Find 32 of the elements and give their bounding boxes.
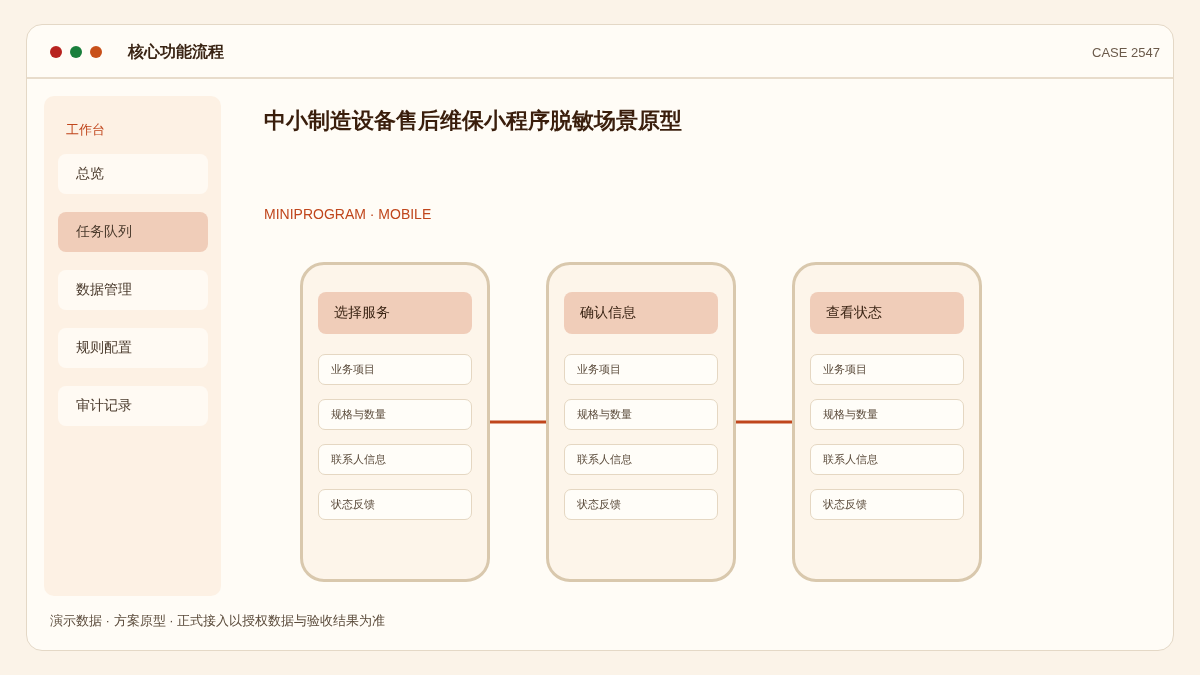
phone-frame	[792, 262, 982, 582]
nav-item: 总览	[58, 154, 208, 194]
window-title: 核心功能流程	[128, 42, 224, 62]
input-field: 状态反馈	[318, 489, 472, 520]
screen-header: 选择服务	[318, 292, 472, 334]
input-field: 业务项目	[564, 354, 718, 385]
connector-line	[490, 420, 546, 424]
input-field: 联系人信息	[810, 444, 964, 475]
screen-header: 查看状态	[810, 292, 964, 334]
input-field: 规格与数量	[564, 399, 718, 430]
nav-item: 任务队列	[58, 212, 208, 252]
phone-frame	[300, 262, 490, 582]
case-number: CASE 2547	[1092, 45, 1160, 61]
input-field: 联系人信息	[318, 444, 472, 475]
input-field: 联系人信息	[564, 444, 718, 475]
footnote: 演示数据 · 方案原型 · 正式接入以授权数据与验收结果为准	[50, 613, 386, 629]
nav-item: 审计记录	[58, 386, 208, 426]
input-field: 状态反馈	[564, 489, 718, 520]
nav-item: 规则配置	[58, 328, 208, 368]
input-field: 状态反馈	[810, 489, 964, 520]
input-field: 规格与数量	[318, 399, 472, 430]
page-title: 中小制造设备售后维保小程序脱敏场景原型	[264, 108, 682, 135]
section-label: MINIPROGRAM · MOBILE	[264, 206, 432, 223]
input-field: 业务项目	[810, 354, 964, 385]
input-field: 规格与数量	[810, 399, 964, 430]
nav-item: 数据管理	[58, 270, 208, 310]
connector-line	[736, 420, 792, 424]
phone-frame	[546, 262, 736, 582]
sidebar-heading: 工作台	[66, 122, 105, 138]
input-field: 业务项目	[318, 354, 472, 385]
sidebar-panel	[44, 96, 221, 596]
screen-header: 确认信息	[564, 292, 718, 334]
